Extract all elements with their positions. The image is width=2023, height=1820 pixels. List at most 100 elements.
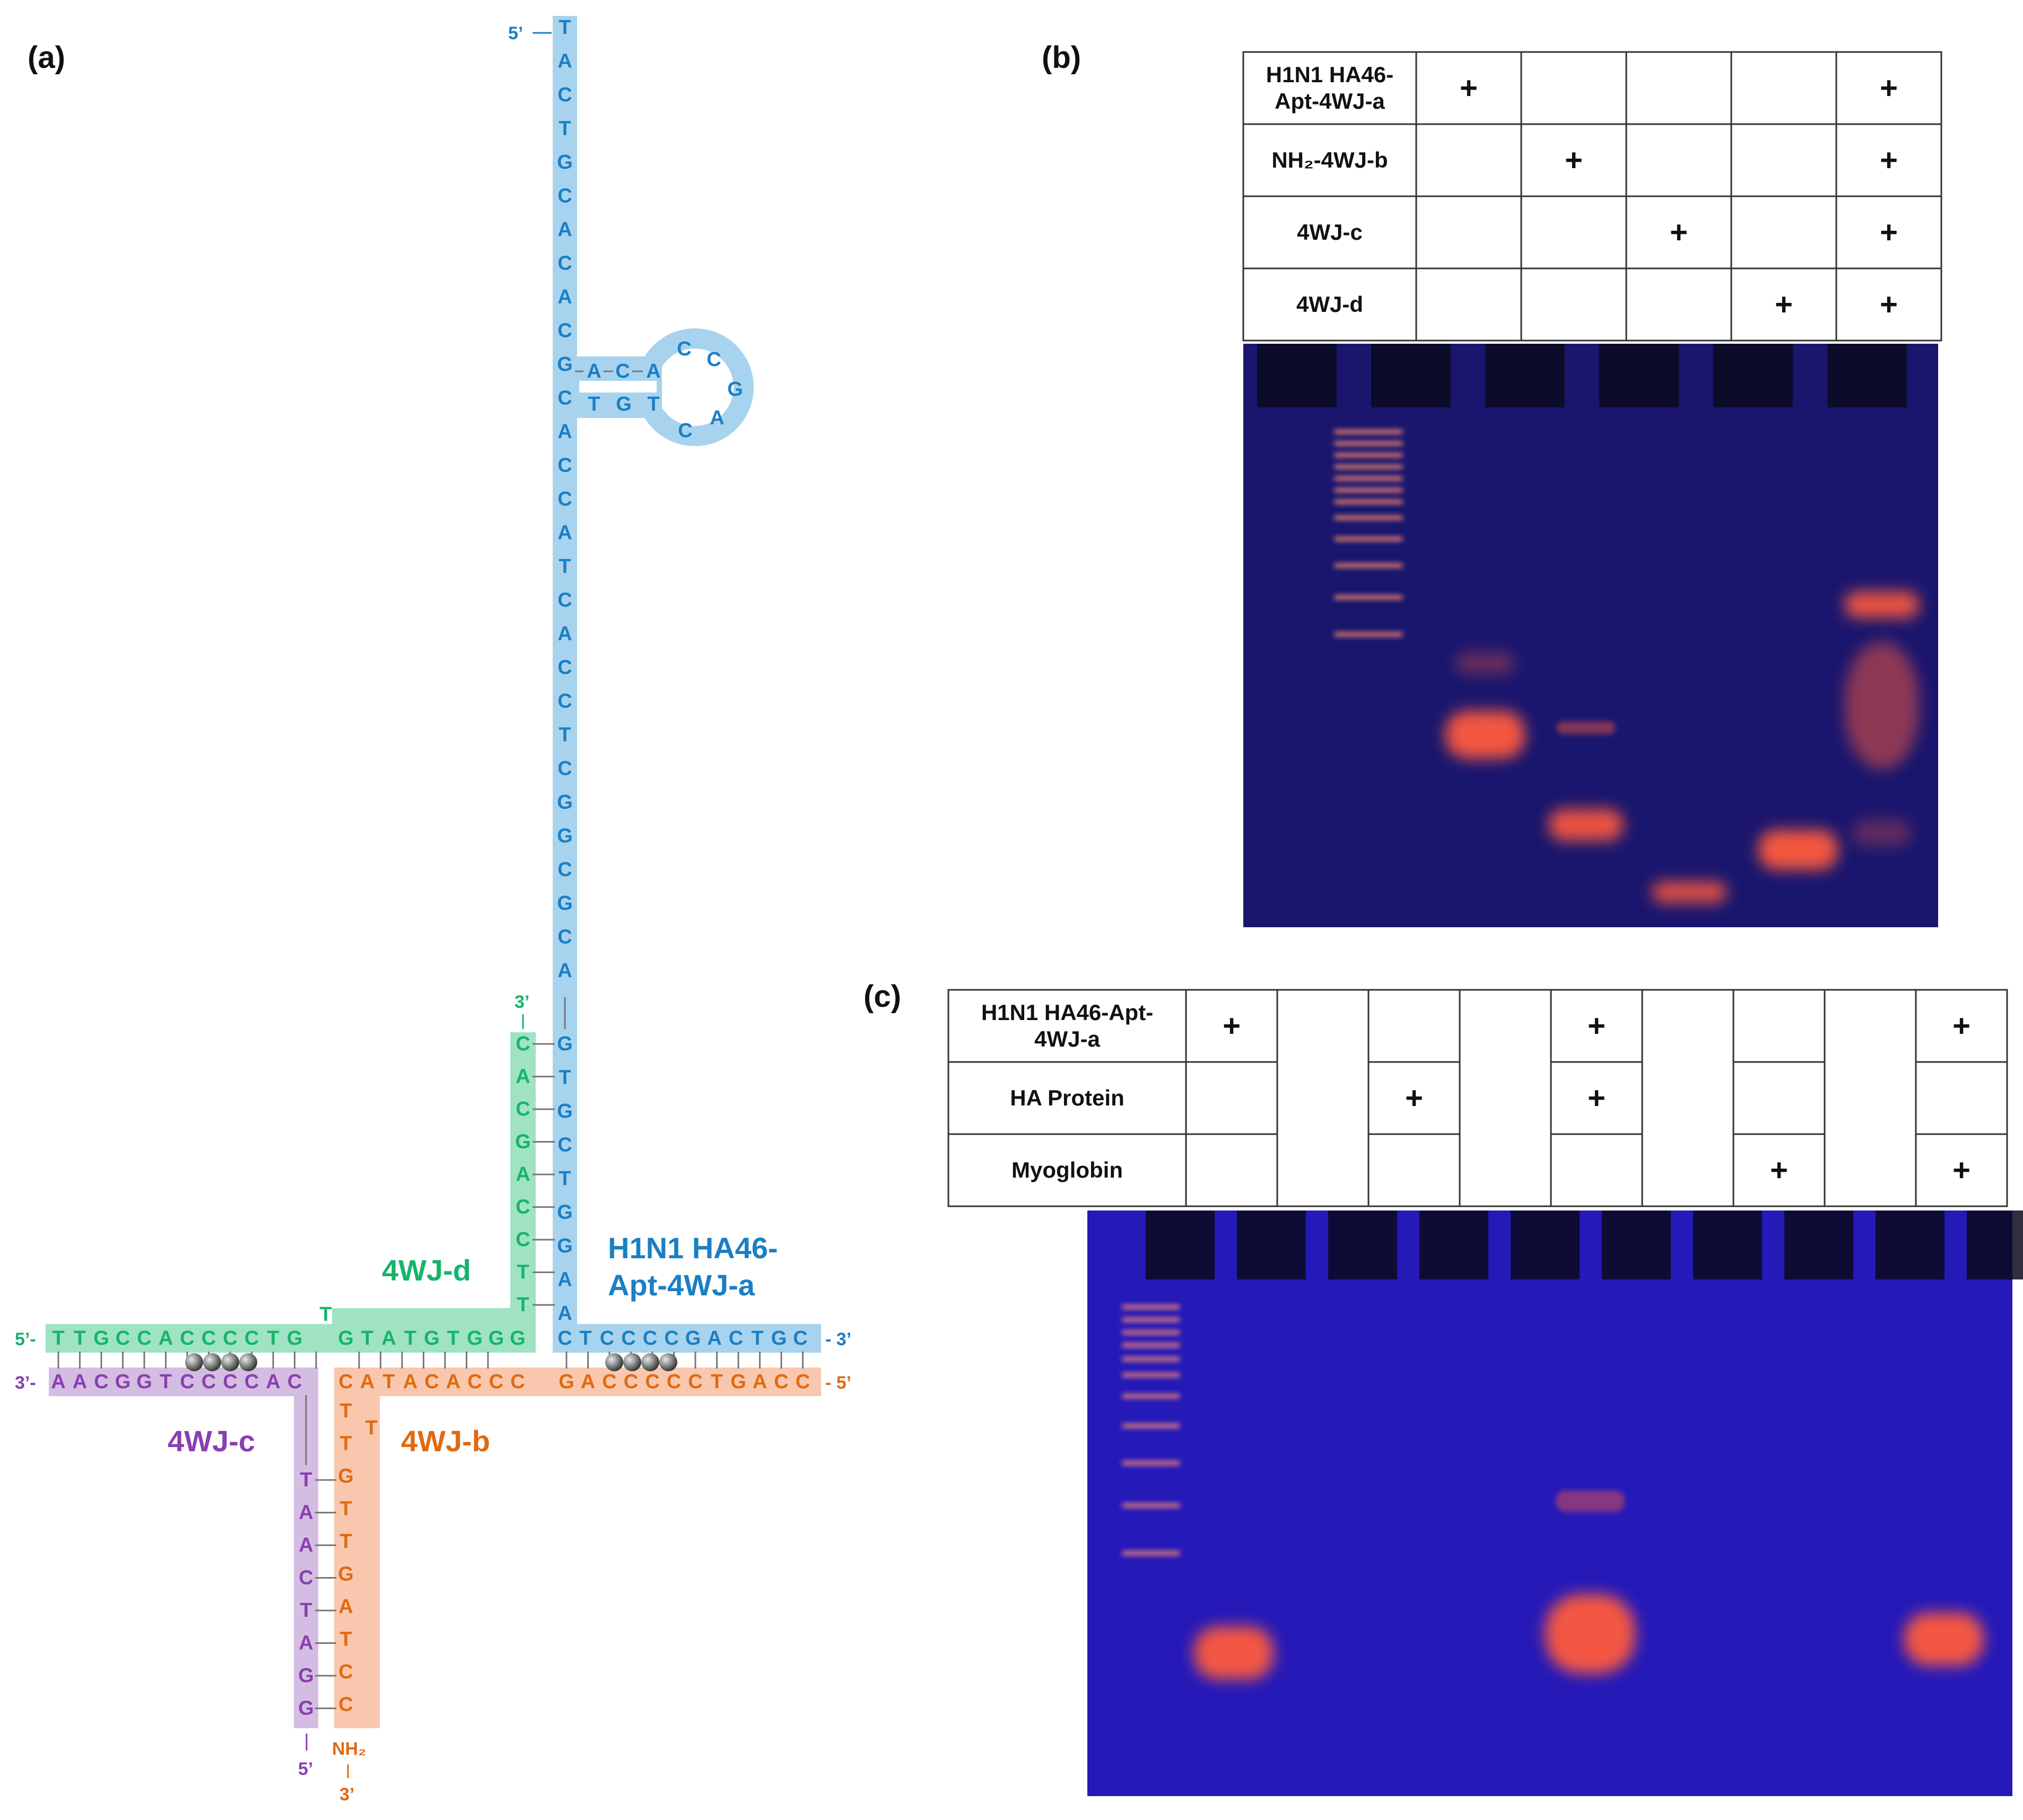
ladder-band: [1334, 453, 1403, 457]
strand-b-nucleotide: T: [339, 1629, 352, 1651]
strand-b-five-prime: - 5’: [825, 1373, 851, 1393]
gel-well: [1713, 344, 1793, 407]
strand-b-nucleotide: A: [360, 1371, 374, 1393]
strand-a-nucleotide: C: [557, 488, 572, 510]
strand-a-loop-nucleotide: G: [616, 393, 632, 415]
strand-a-nucleotide: C: [557, 387, 572, 410]
panel-b-table: H1N1 HA46-Apt-4WJ-a++NH₂-4WJ-b++4WJ-c++4…: [1242, 51, 1942, 342]
table-plus-mark: +: [1223, 1009, 1241, 1043]
table-plus-mark: +: [1565, 143, 1583, 178]
strand-d-nucleotide: G: [489, 1327, 504, 1349]
strand-b-vertical-bar: [334, 1368, 380, 1728]
strand-a-nucleotide: G: [557, 1201, 573, 1224]
strand-d-nucleotide: G: [424, 1327, 440, 1349]
strand-a-nucleotide: G: [771, 1327, 787, 1349]
strand-a-nucleotide: A: [557, 1269, 572, 1291]
strand-a-nucleotide: C: [729, 1327, 743, 1349]
strand-a-nucleotide: C: [557, 690, 572, 712]
ladder-band: [1334, 563, 1403, 568]
strand-d-nucleotide: T: [74, 1327, 86, 1349]
strand-a-nucleotide: T: [559, 724, 571, 746]
strand-b-nucleotide: G: [559, 1371, 574, 1393]
strand-c-nucleotide: C: [245, 1371, 259, 1393]
gel-well: [1967, 1211, 2023, 1279]
table-cell: [1915, 1061, 2008, 1135]
panel-b-gel-content: [1257, 344, 1919, 903]
panel-b-gel: (b) H1N1 HA46-Apt-4WJ-a++NH₂-4WJ-b++4WJ-…: [1042, 40, 1942, 927]
table-plus-mark: +: [1588, 1009, 1606, 1043]
strand-c-nucleotide: A: [73, 1371, 87, 1393]
strand-d-three-prime: 3’: [515, 992, 529, 1012]
gel-band: [1549, 809, 1623, 841]
gel-well: [1485, 344, 1565, 407]
strand-b-three-prime: 3’: [339, 1784, 354, 1805]
strand-d-nucleotide: C: [516, 1098, 530, 1120]
table-row-label: 4WJ-c: [1297, 220, 1363, 245]
strand-a-nucleotide: A: [557, 286, 572, 308]
strand-b-nucleotide: T: [382, 1371, 395, 1393]
strand-b-nucleotide: C: [338, 1694, 353, 1716]
strand-a-nucleotide: T: [559, 16, 571, 39]
ladder-band: [1334, 430, 1403, 434]
bead-icon: [623, 1353, 641, 1371]
strand-b-nucleotide: A: [446, 1371, 460, 1393]
table-cell: [1730, 123, 1837, 197]
strand-d-nucleotide: G: [515, 1131, 531, 1153]
ladder-band: [1122, 1461, 1180, 1465]
strand-d-left-cover: [46, 1308, 332, 1324]
table-cell: [1732, 1061, 1826, 1135]
strand-c-nucleotide: C: [94, 1371, 108, 1393]
table-row-label: 4WJ-d: [1296, 292, 1363, 317]
ladder-band: [1122, 1305, 1180, 1309]
strand-c-five-prime: 5’: [298, 1759, 313, 1779]
strand-b-horizontal-bar: [334, 1368, 821, 1396]
strand-a-nucleotide: C: [664, 1327, 678, 1349]
strand-c-nucleotide: G: [115, 1371, 131, 1393]
strand-d-label: 4WJ-d: [382, 1253, 471, 1287]
strand-a-nucleotide: G: [557, 1100, 573, 1122]
table-plus-mark: +: [1952, 1009, 1970, 1043]
table-cell: [1185, 1133, 1278, 1207]
strand-b-nucleotide: A: [581, 1371, 595, 1393]
ladder-band: [1334, 595, 1403, 599]
strand-a-nucleotide: C: [600, 1327, 614, 1349]
ladder-band: [1334, 488, 1403, 492]
table-row-label: H1N1 HA46-: [1266, 62, 1393, 87]
strand-a-nucleotide: T: [559, 1067, 571, 1089]
gel-band: [1853, 820, 1911, 846]
bead-icon: [641, 1353, 659, 1371]
table-plus-mark: +: [1880, 71, 1898, 106]
panel-c-gel-content: [1122, 1211, 2023, 1679]
strand-a-nucleotide: G: [685, 1327, 701, 1349]
strand-d-nucleotide: T: [267, 1327, 279, 1349]
ladder-band: [1122, 1318, 1180, 1322]
strand-a-loop-nucleotide: A: [710, 407, 724, 429]
strand-d-nucleotide: C: [516, 1229, 530, 1251]
strand-a-nucleotide: C: [557, 859, 572, 881]
strand-b-nucleotide: C: [338, 1661, 353, 1683]
strand-a-nucleotide: G: [557, 1033, 573, 1055]
table-plus-mark: +: [1405, 1081, 1423, 1116]
strand-a-nucleotide: C: [557, 252, 572, 275]
table-plus-mark: +: [1670, 215, 1688, 250]
table-cell: [1415, 267, 1522, 342]
strand-a-label-line1: H1N1 HA46-: [608, 1231, 778, 1265]
base-pair-lines: [57, 370, 804, 1709]
gel-band: [1556, 1491, 1625, 1512]
table-cell: [1520, 267, 1627, 342]
strand-d-nucleotide: C: [245, 1327, 259, 1349]
strand-c-nucleotide: T: [300, 1599, 312, 1622]
gel-well: [1784, 1211, 1853, 1279]
strand-a-nucleotide: G: [557, 892, 573, 915]
strand-b-nucleotide: C: [424, 1371, 439, 1393]
strand-b-nucleotide: A: [403, 1371, 417, 1393]
strand-d-nucleotide: T: [517, 1261, 529, 1284]
strand-c-nucleotide: C: [299, 1567, 313, 1589]
gel-well: [1237, 1211, 1306, 1279]
strand-a-nucleotide: G: [557, 791, 573, 814]
bead-icon: [605, 1353, 623, 1371]
strand-d-nucleotide: C: [116, 1327, 130, 1349]
strand-a-right-arm: [553, 1324, 821, 1353]
strand-c-nucleotide: A: [299, 1502, 313, 1524]
strand-b-bulge-nucleotide: T: [365, 1417, 377, 1439]
